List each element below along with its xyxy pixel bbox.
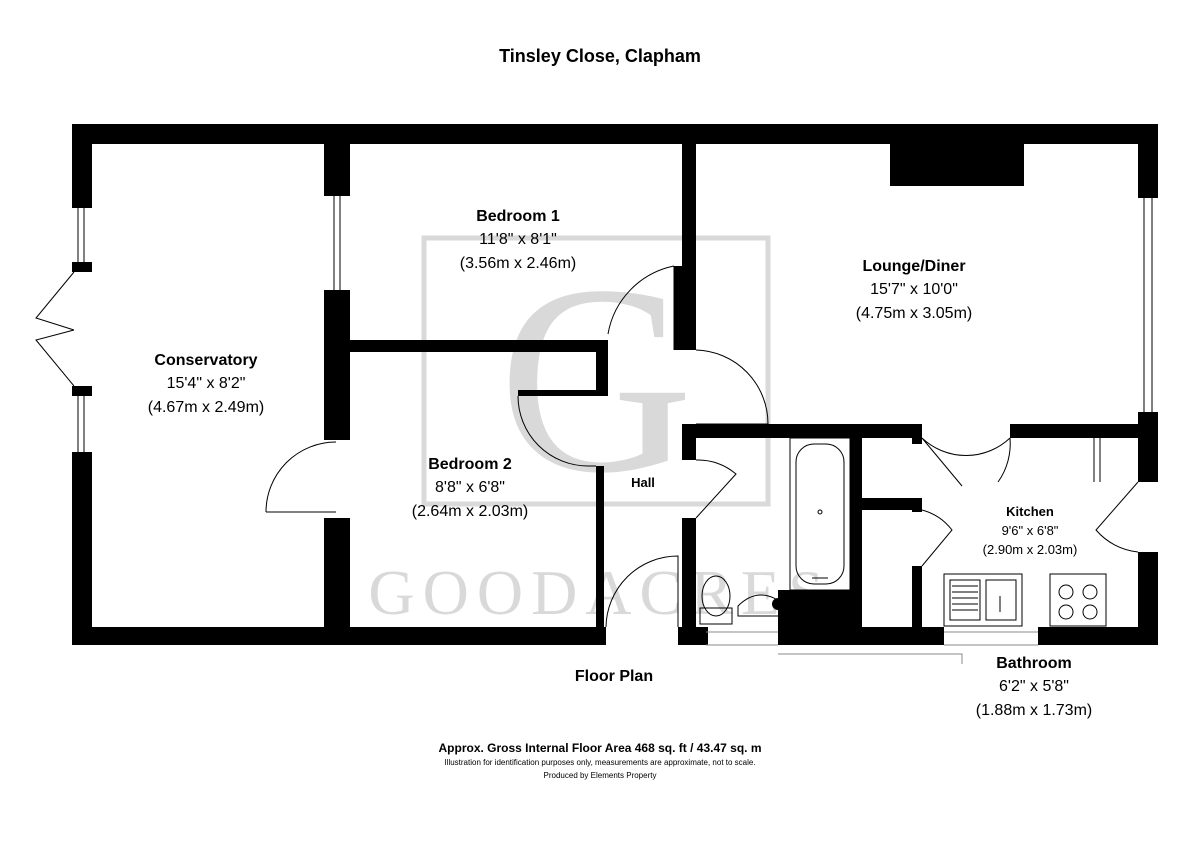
kitchen-metric: (2.90m x 2.03m)	[983, 542, 1078, 557]
room-conservatory: Conservatory 15'4" x 8'2" (4.67m x 2.49m…	[148, 352, 264, 416]
bathroom-metric: (1.88m x 1.73m)	[976, 702, 1092, 719]
hob	[1049, 573, 1107, 627]
bedroom1-imperial: 11'8" x 8'1"	[479, 231, 557, 248]
hall-name: Hall	[631, 475, 655, 490]
area-text: Approx. Gross Internal Floor Area 468 sq…	[439, 741, 762, 755]
conservatory-name: Conservatory	[154, 352, 257, 369]
lounge-window	[1143, 198, 1153, 412]
room-bathroom: Bathroom 6'2" x 5'8" (1.88m x 1.73m)	[976, 655, 1092, 719]
basin	[737, 594, 787, 617]
bathroom-pointer	[778, 653, 963, 664]
toilet	[701, 575, 731, 617]
floor-label: Floor Plan	[575, 668, 653, 685]
conservatory-metric: (4.67m x 2.49m)	[148, 399, 264, 416]
credit-text: Produced by Elements Property	[544, 771, 657, 780]
room-kitchen: Kitchen 9'6" x 6'8" (2.90m x 2.03m)	[983, 504, 1078, 557]
room-lounge-diner: Lounge/Diner 15'7" x 10'0" (4.75m x 3.05…	[856, 258, 972, 322]
sink-unit	[943, 573, 1023, 627]
page-title: Tinsley Close, Clapham	[499, 46, 701, 66]
conservatory-windows	[35, 208, 85, 452]
conservatory-imperial: 15'4" x 8'2"	[167, 375, 246, 392]
bathroom-name: Bathroom	[996, 655, 1072, 672]
lounge-metric: (4.75m x 3.05m)	[856, 305, 972, 322]
room-bedroom-1: Bedroom 1 11'8" x 8'1" (3.56m x 2.46m)	[460, 208, 576, 272]
room-hall: Hall	[631, 475, 655, 490]
kitchen-fixtures	[943, 573, 1107, 646]
disclaimer-text: Illustration for identification purposes…	[444, 758, 755, 767]
bedroom2-metric: (2.64m x 2.03m)	[412, 503, 528, 520]
bedroom2-name: Bedroom 2	[428, 456, 512, 473]
bedroom1-name: Bedroom 1	[476, 208, 560, 225]
bathtub	[789, 437, 851, 591]
bathroom-fixtures	[699, 437, 851, 646]
room-bedroom-2: Bedroom 2 8'8" x 6'8" (2.64m x 2.03m)	[412, 456, 528, 520]
bathroom-imperial: 6'2" x 5'8"	[999, 678, 1069, 695]
lounge-name: Lounge/Diner	[862, 258, 965, 275]
bedroom1-metric: (3.56m x 2.46m)	[460, 255, 576, 272]
doors	[265, 265, 1139, 628]
bedroom2-imperial: 8'8" x 6'8"	[435, 479, 505, 496]
internal-walls	[324, 124, 1158, 645]
lounge-imperial: 15'7" x 10'0"	[870, 281, 958, 298]
kitchen-name: Kitchen	[1006, 504, 1054, 519]
kitchen-imperial: 9'6" x 6'8"	[1002, 523, 1059, 538]
